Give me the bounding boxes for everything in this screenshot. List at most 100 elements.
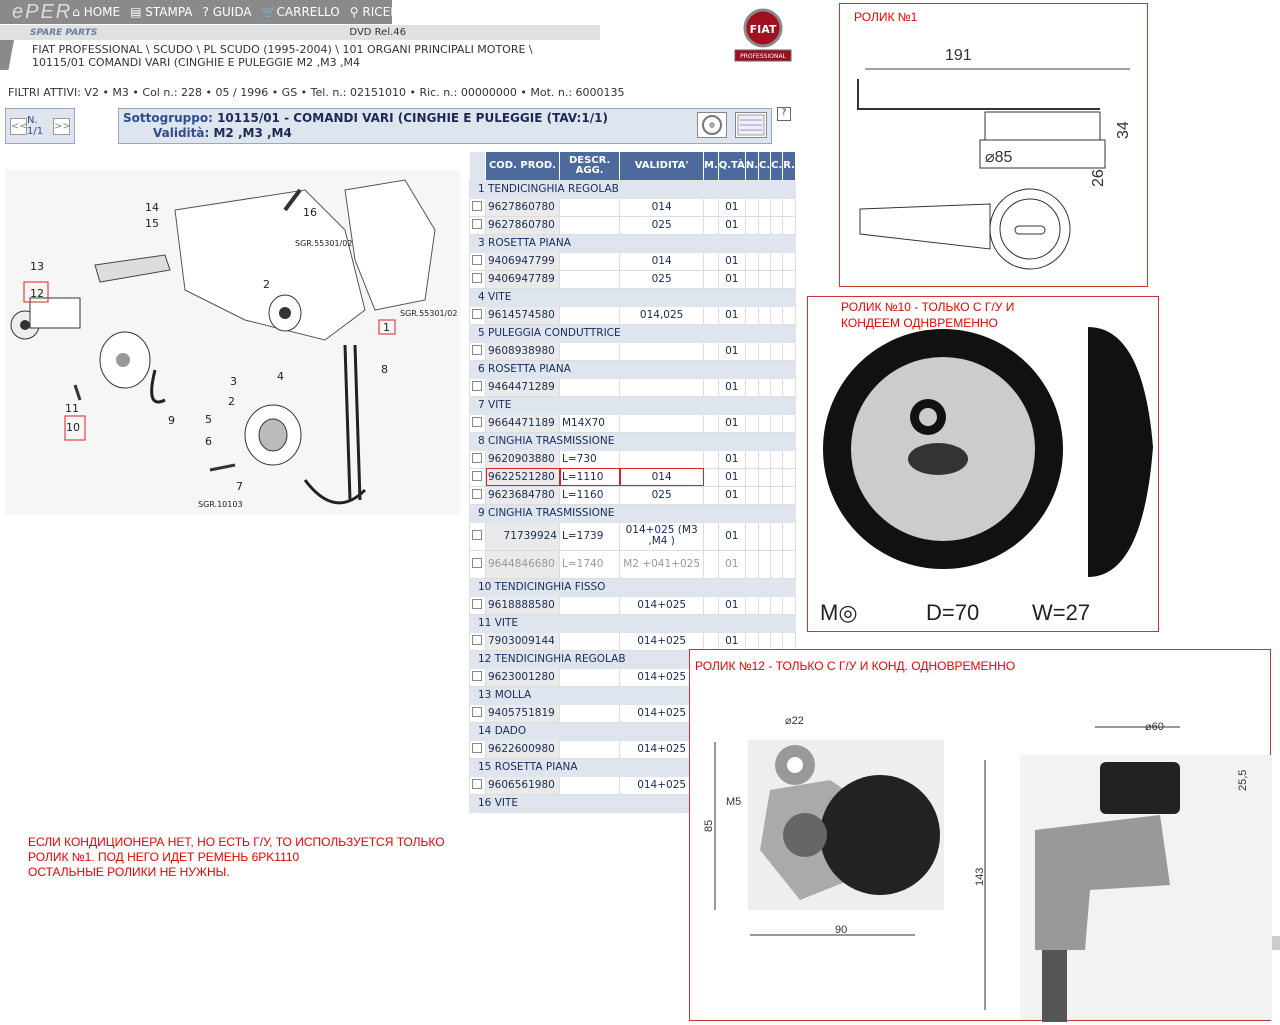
row-checkbox[interactable] <box>472 557 482 568</box>
row-checkbox-cell[interactable] <box>469 595 486 615</box>
group-title: 7 VITE <box>469 395 796 415</box>
row-checkbox-cell[interactable] <box>469 341 486 361</box>
nav-home[interactable]: ⌂ HOME <box>72 5 121 19</box>
part-code[interactable]: 9618888580 <box>485 595 560 615</box>
row-checkbox[interactable] <box>472 416 482 427</box>
part-code[interactable]: 9606561980 <box>485 775 560 795</box>
part-code[interactable]: 9622600980 <box>485 739 560 759</box>
row-checkbox-cell[interactable] <box>469 739 486 759</box>
row-checkbox-cell[interactable] <box>469 485 486 505</box>
row-checkbox-cell[interactable] <box>469 449 486 469</box>
row-checkbox-cell[interactable] <box>469 269 486 289</box>
row-checkbox[interactable] <box>472 452 482 463</box>
row-checkbox[interactable] <box>472 598 482 609</box>
part-desc <box>558 305 621 325</box>
part-code[interactable]: 9406947799 <box>485 251 560 271</box>
part-code[interactable]: 9464471289 <box>485 377 560 397</box>
row-checkbox[interactable] <box>472 670 482 681</box>
row-checkbox-cell[interactable] <box>469 521 486 551</box>
row-checkbox-cell[interactable] <box>469 413 486 433</box>
row-checkbox[interactable] <box>472 488 482 499</box>
row-checkbox[interactable] <box>472 470 482 481</box>
part-code[interactable]: 9664471189 <box>485 413 560 433</box>
part-desc <box>558 703 621 723</box>
tip-bulb-icon[interactable]: ? <box>777 107 791 121</box>
part-code[interactable]: 9622521280 <box>485 467 560 487</box>
nav-search[interactable]: ⚲ RICERCA <box>349 5 415 19</box>
callout-12: 12 <box>30 287 44 300</box>
nav-help[interactable]: ? GUIDA <box>202 5 252 19</box>
row-checkbox[interactable] <box>472 218 482 229</box>
part-code[interactable]: 9644846680 <box>485 549 560 579</box>
part-validity: 014+025 <box>619 667 704 687</box>
row-checkbox[interactable] <box>472 742 482 753</box>
part-code[interactable]: 7903009144 <box>485 631 560 651</box>
part-code[interactable]: 9627860780 <box>485 197 560 217</box>
part-col-c1 <box>758 595 772 615</box>
nav-cart[interactable]: 🛒CARRELLO <box>261 5 340 19</box>
row-checkbox-cell[interactable] <box>469 667 486 687</box>
row-checkbox[interactable] <box>472 380 482 391</box>
row-checkbox[interactable] <box>472 634 482 645</box>
column-header[interactable]: COD. PROD. <box>485 152 560 180</box>
sgr-ref-3: SGR.10103 <box>198 500 243 509</box>
row-checkbox[interactable] <box>472 308 482 319</box>
part-code[interactable]: 9608938980 <box>485 341 560 361</box>
part-code[interactable]: 71739924 <box>485 521 560 551</box>
next-page-button[interactable]: >> <box>53 117 71 135</box>
row-checkbox-cell[interactable] <box>469 467 486 487</box>
table-view-icon[interactable] <box>735 112 767 138</box>
row-checkbox-cell[interactable] <box>469 215 486 235</box>
column-header[interactable]: R. <box>782 152 796 180</box>
row-checkbox[interactable] <box>472 254 482 265</box>
part-desc: M14X70 <box>558 413 621 433</box>
part-code[interactable]: 9406947789 <box>485 269 560 289</box>
row-checkbox-cell[interactable] <box>469 631 486 651</box>
part-col-n <box>744 305 760 325</box>
row-checkbox-cell[interactable] <box>469 549 486 579</box>
row-checkbox[interactable] <box>472 529 482 540</box>
column-header[interactable]: C. <box>770 152 784 180</box>
column-header[interactable]: C. <box>758 152 772 180</box>
column-header[interactable]: N. <box>745 152 760 180</box>
column-header[interactable]: M. <box>703 152 719 180</box>
row-checkbox-cell[interactable] <box>469 377 486 397</box>
part-code[interactable]: 9405751819 <box>485 703 560 723</box>
column-header[interactable]: Q.TÀ <box>718 152 746 180</box>
callout-1: 1 <box>383 321 390 334</box>
row-checkbox-cell[interactable] <box>469 197 486 217</box>
dim-85: 85 <box>703 820 715 832</box>
row-checkbox-cell[interactable] <box>469 775 486 795</box>
row-checkbox[interactable] <box>472 272 482 283</box>
part-validity: 014+025 <box>619 631 704 651</box>
info-icon[interactable]: ⓘ <box>424 5 437 20</box>
part-code[interactable]: 9620903880 <box>485 449 560 469</box>
nav-close[interactable]: ✕ Chiudi <box>460 5 513 19</box>
note-line3: ОСТАЛЬНЫЕ РОЛИКИ НЕ НУЖНЫ. <box>28 865 230 879</box>
part-col-c1 <box>758 341 772 361</box>
scrollbar-fragment[interactable] <box>1272 936 1280 950</box>
prev-page-button[interactable]: << <box>10 117 28 135</box>
row-checkbox[interactable] <box>472 344 482 355</box>
row-checkbox[interactable] <box>472 200 482 211</box>
row-checkbox[interactable] <box>472 778 482 789</box>
column-header[interactable]: DESCR. AGG. <box>559 152 621 180</box>
row-checkbox-cell[interactable] <box>469 703 486 723</box>
part-code[interactable]: 9623684780 <box>485 485 560 505</box>
column-header[interactable]: VALIDITA' <box>619 152 704 180</box>
part-code[interactable]: 9627860780 <box>485 215 560 235</box>
part-code[interactable]: 9623001280 <box>485 667 560 687</box>
wheel-image-icon[interactable] <box>697 112 727 138</box>
part-validity: 025 <box>619 485 704 505</box>
row-checkbox[interactable] <box>472 706 482 717</box>
row-checkbox-cell[interactable] <box>469 305 486 325</box>
part-col-n <box>744 595 760 615</box>
nav-print[interactable]: ▤ STAMPA <box>130 5 193 19</box>
part-col-n <box>744 251 760 271</box>
part-qty: 01 <box>717 595 746 615</box>
row-checkbox-cell[interactable] <box>469 251 486 271</box>
part-code[interactable]: 9614574580 <box>485 305 560 325</box>
